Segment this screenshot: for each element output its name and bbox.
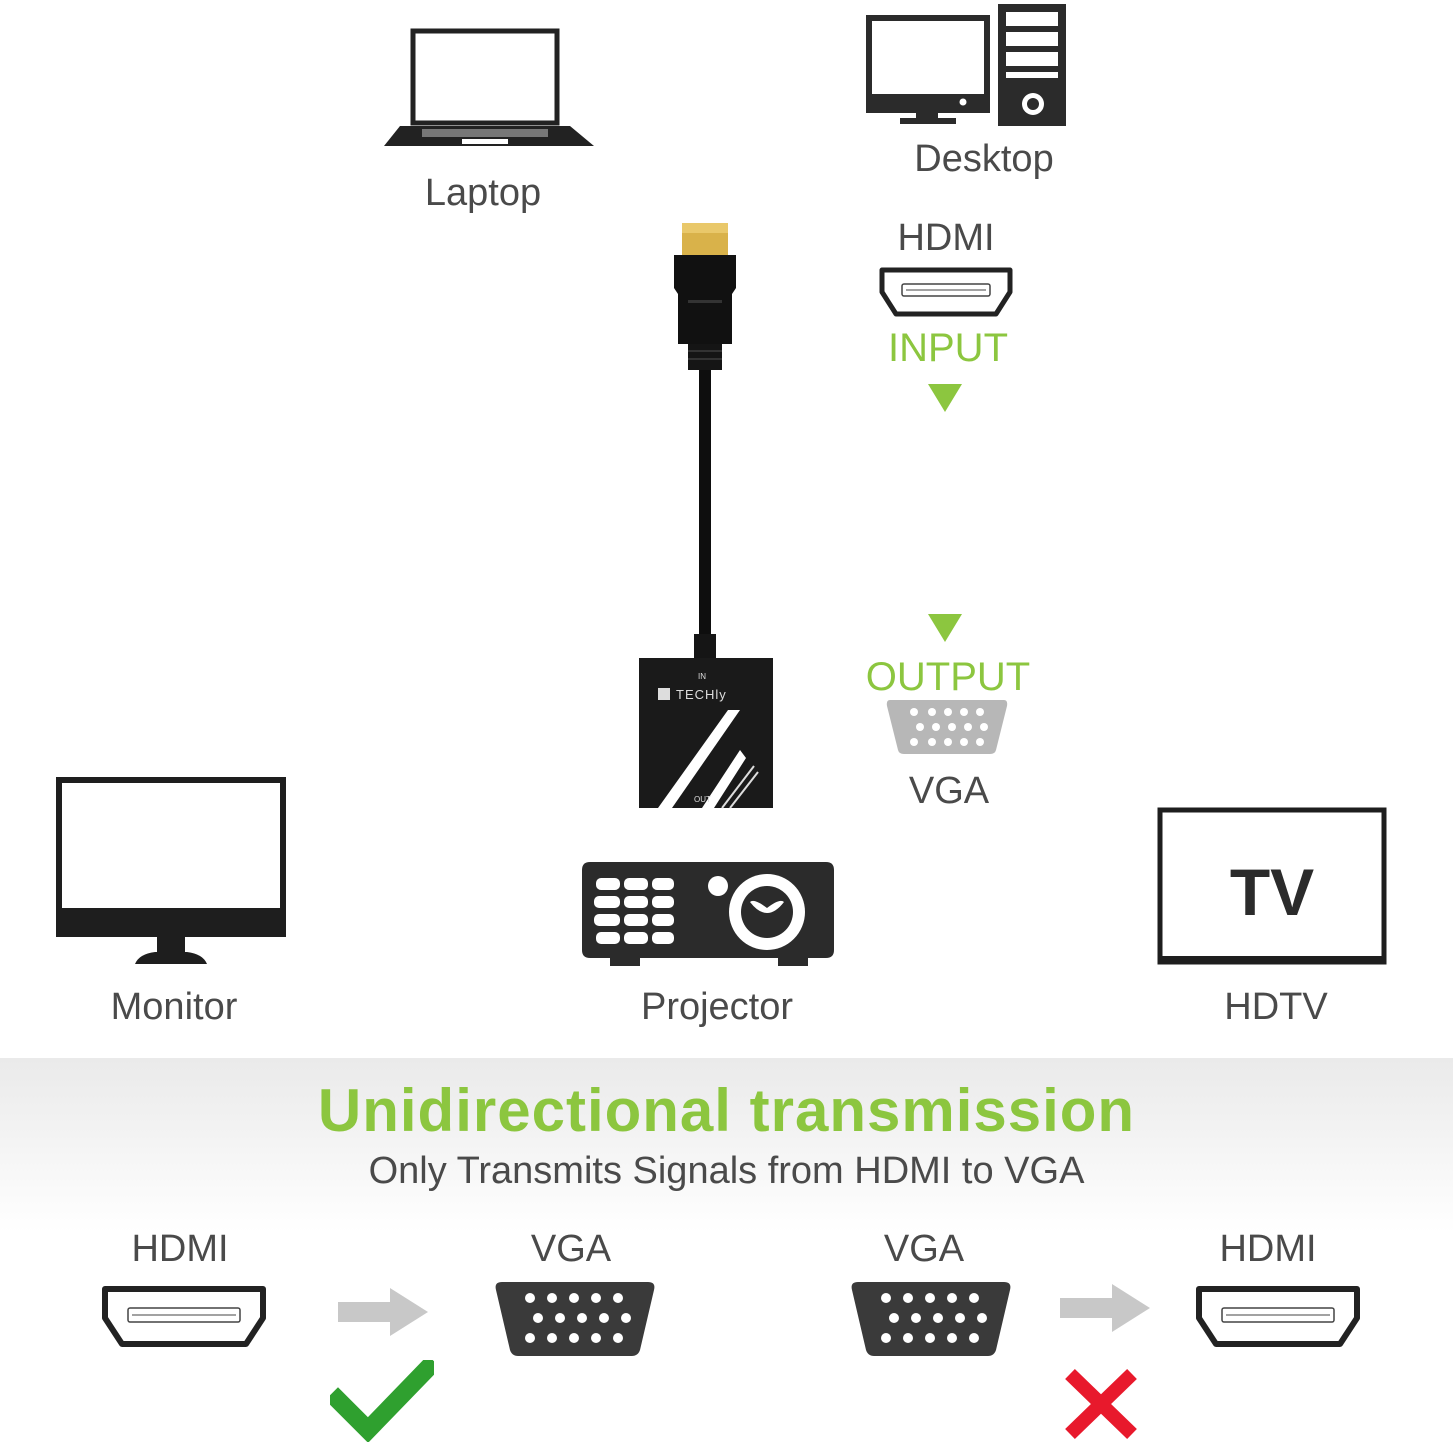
check-icon	[330, 1360, 434, 1442]
down-arrow-icon	[928, 614, 962, 642]
hdmi-port-icon	[102, 1286, 266, 1347]
valid-from-label: HDMI	[131, 1228, 229, 1270]
tv-icon: TV	[1157, 807, 1387, 965]
transmission-title: Unidirectional transmission	[317, 1077, 1136, 1144]
input-label: INPUT	[888, 326, 1008, 370]
down-arrow-icon	[928, 384, 962, 412]
hdmi-vga-adapter: TECHly IN OUT	[639, 223, 773, 809]
vga-port-icon	[495, 1282, 655, 1356]
hdtv-label: HDTV	[1224, 986, 1328, 1028]
projector-icon	[582, 862, 834, 966]
hdmi-port-icon	[1196, 1286, 1360, 1347]
output-label: OUTPUT	[865, 655, 1031, 699]
tv-screen-text: TV	[1230, 855, 1314, 929]
invalid-from-label: VGA	[883, 1228, 965, 1270]
vga-port-icon	[886, 700, 1008, 754]
projector-label: Projector	[640, 986, 794, 1028]
right-arrow-icon	[1060, 1284, 1150, 1332]
transmission-panel	[0, 1058, 1453, 1445]
hdmi-port-icon	[879, 267, 1013, 317]
invalid-to-label: HDMI	[1219, 1228, 1317, 1270]
valid-to-label: VGA	[530, 1228, 612, 1270]
input-port-label: HDMI	[897, 217, 995, 259]
output-port-label: VGA	[908, 770, 990, 812]
monitor-label: Monitor	[110, 986, 238, 1028]
vga-port-icon	[851, 1282, 1011, 1356]
desktop-label: Desktop	[914, 138, 1054, 180]
adapter-in-mark: IN	[698, 672, 706, 681]
adapter-brand: TECHly	[676, 687, 727, 702]
laptop-label: Laptop	[424, 172, 542, 214]
desktop-icon	[866, 4, 1066, 126]
cross-icon	[1065, 1368, 1137, 1440]
monitor-icon	[56, 777, 286, 964]
adapter-out-mark: OUT	[694, 795, 711, 804]
laptop-icon	[384, 28, 594, 146]
right-arrow-icon	[338, 1288, 428, 1336]
transmission-subtitle: Only Transmits Signals from HDMI to VGA	[368, 1150, 1085, 1192]
